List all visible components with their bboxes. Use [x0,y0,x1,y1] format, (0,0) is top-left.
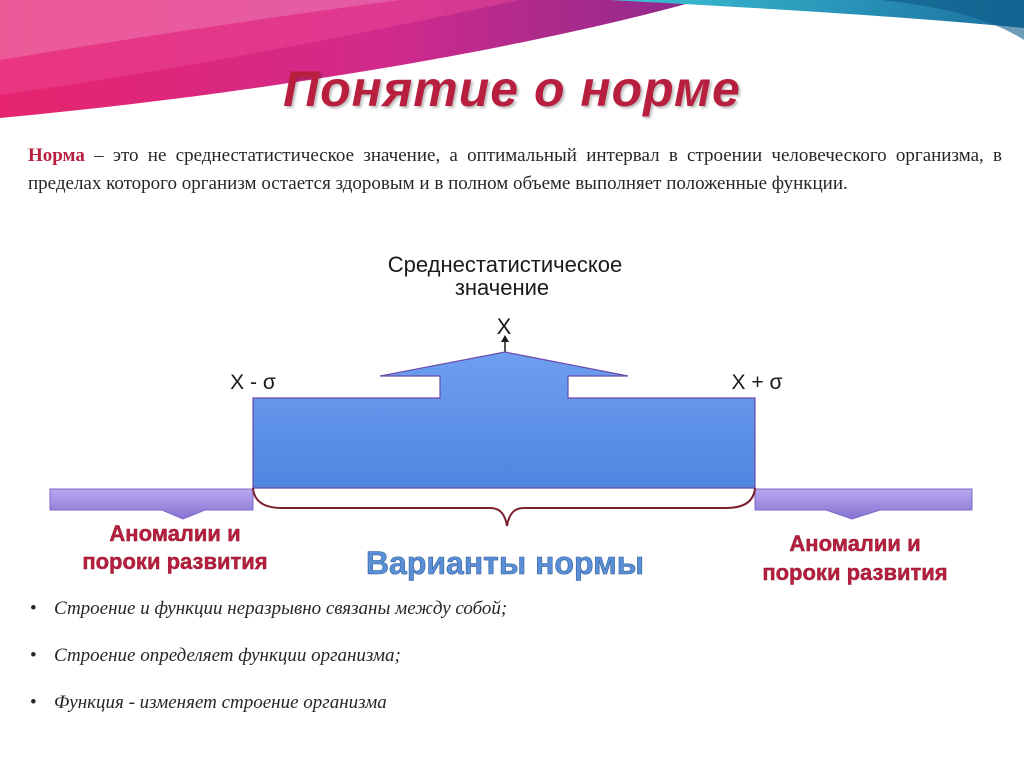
slide-title: Понятие о норме [283,61,741,117]
upper-bound-label: X + σ [732,371,783,394]
lower-bound-label: X - σ [230,371,276,394]
right-anomalies-line2: пороки развития [762,560,947,585]
bullet-text: Функция - изменяет строение организма [54,692,387,713]
right-anomaly-arrow [754,488,973,520]
mean-symbol: X [497,314,512,339]
mean-pointer-arrow [501,335,509,352]
definition-text: – это не среднестатистическое значение, … [28,145,1002,194]
left-anomalies-line1: Аномалии и [109,521,240,546]
bullet-marker: • [30,645,37,666]
list-item: • Строение и функции неразрывно связаны м… [28,594,988,641]
bullet-list: • Строение и функции неразрывно связаны м… [28,594,988,735]
definition-paragraph: Норма – это не среднестатистическое знач… [28,142,1002,198]
list-item: • Строение определяет функции организма; [28,641,988,688]
bullet-marker: • [30,598,37,619]
list-item: • Функция - изменяет строение организма [28,688,988,735]
header-banner [0,0,1024,118]
norm-range-shape [252,351,756,489]
norm-variants-label: Варианты нормы [366,545,644,581]
mean-label-line1: Среднестатистическое [388,252,622,277]
mean-label-line2: значение [455,275,549,300]
bullet-text: Строение определяет функции организма; [54,645,401,666]
definition-term: Норма [28,145,85,166]
norm-variants-brace [252,487,756,527]
left-anomalies-line2: пороки развития [82,549,267,574]
bullet-marker: • [30,692,37,713]
left-anomaly-arrow [49,488,254,520]
right-anomalies-line1: Аномалии и [789,531,920,556]
bullet-text: Строение и функции неразрывно связаны ме… [54,598,508,619]
norm-diagram: Среднестатистическое значение X X - σ X … [49,252,973,585]
